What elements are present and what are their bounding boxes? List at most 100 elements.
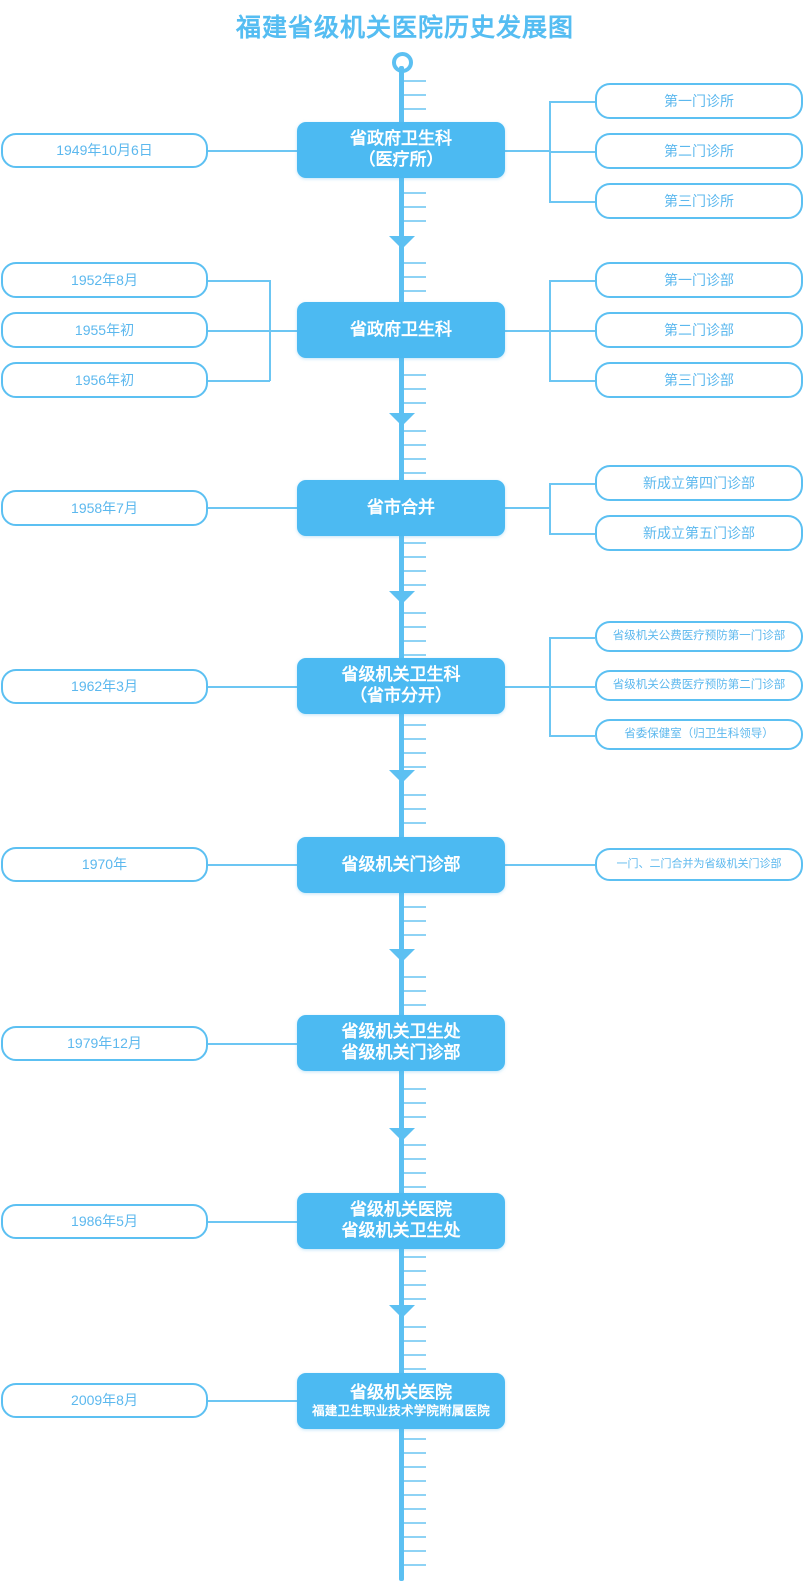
date-label: 2009年8月 — [71, 1392, 138, 1409]
branch-pill[interactable]: 第三门诊部 — [595, 362, 803, 398]
stage-node-line1: 省级机关医院 — [350, 1383, 452, 1402]
connector-line — [208, 280, 270, 282]
axis-tick — [404, 990, 426, 992]
axis-tick — [404, 556, 426, 558]
axis-tick — [404, 444, 426, 446]
stage-node[interactable]: 省级机关卫生科 （省市分开） — [297, 658, 505, 714]
axis-tick — [404, 1186, 426, 1188]
branch-pill[interactable]: 第二门诊所 — [595, 133, 803, 169]
axis-tick — [404, 808, 426, 810]
date-label: 1955年初 — [74, 321, 135, 338]
axis-tick — [404, 1298, 426, 1300]
date-pill[interactable]: 2009年8月 — [1, 1383, 208, 1418]
connector-line — [505, 507, 550, 509]
stage-node[interactable]: 省级机关医院 省级机关卫生处 — [297, 1193, 505, 1249]
stage-node-line2: 省级机关卫生处 — [341, 1221, 461, 1240]
branch-pill[interactable]: 省级机关公费医疗预防第一门诊部 — [595, 621, 803, 652]
date-pill[interactable]: 1962年3月 — [1, 669, 208, 704]
axis-tick — [404, 1270, 426, 1272]
stage-node[interactable]: 省市合并 — [297, 480, 505, 536]
stage-node[interactable]: 省政府卫生科 （医疗所） — [297, 122, 505, 178]
connector-line — [549, 483, 595, 485]
stage-node-line1: 省级机关卫生科 — [341, 665, 461, 685]
stage-node[interactable]: 省级机关卫生处 省级机关门诊部 — [297, 1015, 505, 1071]
date-pill[interactable]: 1970年 — [1, 847, 208, 882]
connector-line — [549, 330, 595, 332]
branch-pill[interactable]: 第二门诊部 — [595, 312, 803, 348]
axis-tick — [404, 1452, 426, 1454]
axis-tick — [404, 1144, 426, 1146]
connector-line — [549, 533, 595, 535]
connector-line — [549, 280, 595, 282]
branch-pill[interactable]: 省委保健室（归卫生科领导） — [595, 719, 803, 750]
axis-tick — [404, 80, 426, 82]
axis-tick — [404, 1172, 426, 1174]
axis-tick — [404, 1466, 426, 1468]
date-pill[interactable]: 1956年初 — [1, 362, 208, 398]
stage-node-line1: 省政府卫生科 — [350, 129, 452, 149]
stage-node[interactable]: 省政府卫生科 — [297, 302, 505, 358]
date-label: 1962年3月 — [71, 678, 138, 695]
axis-tick — [404, 1480, 426, 1482]
axis-tick — [404, 458, 426, 460]
axis-tick — [404, 822, 426, 824]
axis-tick — [404, 1102, 426, 1104]
axis-arrow-icon — [389, 236, 415, 249]
axis-tick — [404, 1536, 426, 1538]
connector-line — [208, 330, 270, 332]
axis-tick — [404, 1340, 426, 1342]
axis-tick — [404, 612, 426, 614]
connector-line — [208, 864, 297, 866]
axis-tick — [404, 1508, 426, 1510]
axis-tick — [404, 1116, 426, 1118]
date-pill[interactable]: 1955年初 — [1, 312, 208, 348]
date-label: 1986年5月 — [71, 1213, 138, 1230]
date-pill[interactable]: 1952年8月 — [1, 262, 208, 298]
axis-tick — [404, 262, 426, 264]
axis-tick — [404, 94, 426, 96]
branch-label: 新成立第四门诊部 — [643, 474, 755, 491]
branch-label: 省委保健室（归卫生科领导） — [624, 727, 774, 740]
connector-line — [208, 380, 270, 382]
connector-line — [549, 151, 595, 153]
axis-tick — [404, 794, 426, 796]
branch-label: 一门、二门合并为省级机关门诊部 — [616, 857, 782, 870]
stage-node-line1: 省市合并 — [367, 497, 435, 517]
stage-node[interactable]: 省级机关医院 福建卫生职业技术学院附属医院 — [297, 1373, 505, 1429]
connector-line — [505, 686, 550, 688]
branch-pill[interactable]: 一门、二门合并为省级机关门诊部 — [595, 848, 803, 881]
date-pill[interactable]: 1979年12月 — [1, 1026, 208, 1061]
axis-tick — [404, 920, 426, 922]
axis-tick — [404, 1158, 426, 1160]
connector-line — [208, 686, 297, 688]
axis-arrow-icon — [389, 949, 415, 962]
branch-pill[interactable]: 省级机关公费医疗预防第二门诊部 — [595, 670, 803, 701]
axis-tick — [404, 290, 426, 292]
date-pill[interactable]: 1949年10月6日 — [1, 133, 208, 168]
date-pill[interactable]: 1986年5月 — [1, 1204, 208, 1239]
branch-pill[interactable]: 新成立第四门诊部 — [595, 465, 803, 501]
stage-node-line2: 福建卫生职业技术学院附属医院 — [312, 1403, 490, 1418]
connector-line — [208, 150, 297, 152]
connector-line — [549, 380, 595, 382]
stage-node-line2: （省市分开） — [350, 686, 452, 705]
date-label: 1952年8月 — [71, 271, 138, 288]
date-label: 1970年 — [81, 856, 128, 873]
branch-label: 省级机关公费医疗预防第二门诊部 — [612, 678, 786, 691]
date-pill[interactable]: 1958年7月 — [1, 490, 208, 526]
axis-tick — [404, 472, 426, 474]
branch-label: 第二门诊所 — [664, 142, 734, 159]
connector-line — [549, 201, 595, 203]
stage-node[interactable]: 省级机关门诊部 — [297, 837, 505, 893]
axis-tick — [404, 766, 426, 768]
branch-pill[interactable]: 第一门诊所 — [595, 83, 803, 119]
axis-tick — [404, 374, 426, 376]
branch-pill[interactable]: 新成立第五门诊部 — [595, 515, 803, 551]
connector-line — [208, 507, 297, 509]
axis-tick — [404, 906, 426, 908]
connector-line — [208, 1043, 297, 1045]
branch-pill[interactable]: 第三门诊所 — [595, 183, 803, 219]
branch-pill[interactable]: 第一门诊部 — [595, 262, 803, 298]
connector-line — [549, 735, 595, 737]
connector-line — [208, 1221, 297, 1223]
